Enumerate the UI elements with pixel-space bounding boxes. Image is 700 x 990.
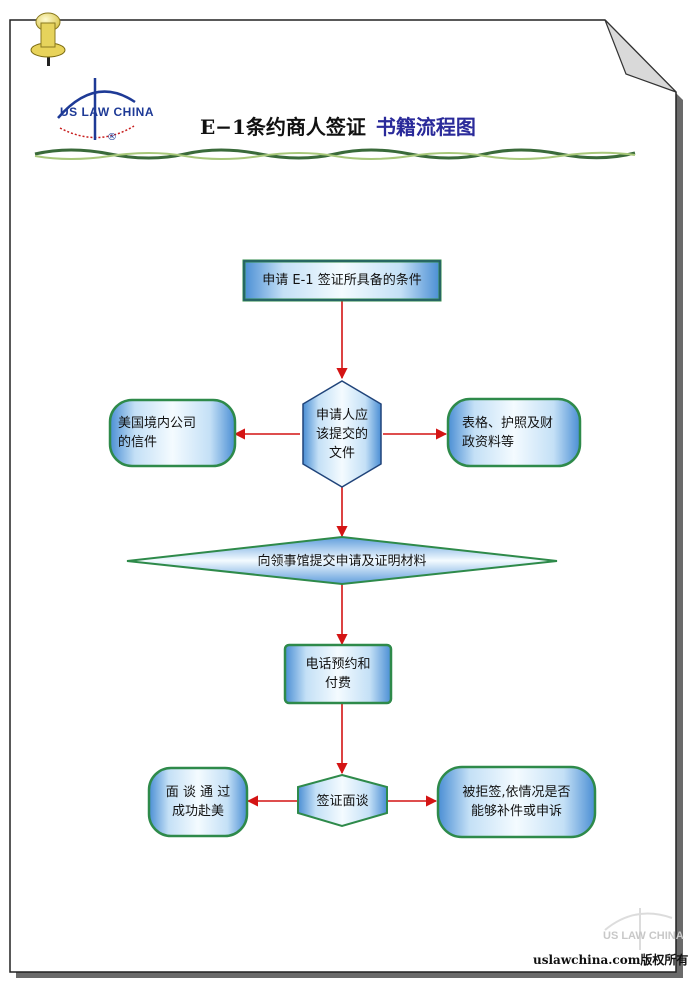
node-us-letter-label: 美国境内公司 的信件 [118, 416, 197, 450]
node-pass-label: 面 谈 通 过 成功赴美 [165, 785, 231, 819]
pushpin-icon [30, 12, 66, 66]
node-start-label: 申请 E-1 签证所具备的条件 [262, 273, 422, 288]
node-us-letter-shape [108, 398, 237, 468]
copyright-text: uslawchina.com版权所有 [533, 953, 689, 967]
title-main: E−1条约商人签证 [200, 115, 366, 139]
folded-corner [604, 19, 677, 93]
registered-mark: ® [107, 132, 117, 143]
node-docs-label: 申请人应 该提交的 文件 [315, 407, 368, 461]
header-divider [34, 148, 636, 160]
paper-sheet [9, 19, 683, 978]
logo-text: US LAW CHINA [60, 105, 154, 119]
node-interview-shape [297, 773, 388, 828]
page-title: E−1条约商人签证书籍流程图 [200, 111, 476, 140]
logo-icon [57, 78, 136, 140]
node-appointment-shape [283, 643, 393, 705]
node-forms-shape [446, 397, 582, 468]
node-interview-label: 签证面谈 [316, 793, 369, 809]
flow-edges [233, 300, 448, 807]
node-submit-shape [126, 535, 558, 586]
node-start-shape [242, 259, 442, 302]
node-refused-label: 被拒签,依情况是否 能够补件或申诉 [462, 785, 571, 819]
node-docs-shape [302, 380, 382, 488]
node-submit-label: 向领事馆提交申请及证明材料 [257, 553, 427, 569]
node-refused-shape [436, 765, 597, 839]
node-appointment-label: 电话预约和 付费 [305, 657, 371, 691]
node-pass-shape [147, 766, 249, 838]
node-forms-label: 表格、护照及财 政资料等 [462, 415, 554, 450]
watermark-logo-icon [604, 908, 673, 950]
title-sub: 书籍流程图 [375, 115, 476, 139]
watermark-text: US LAW CHINA [603, 930, 684, 942]
